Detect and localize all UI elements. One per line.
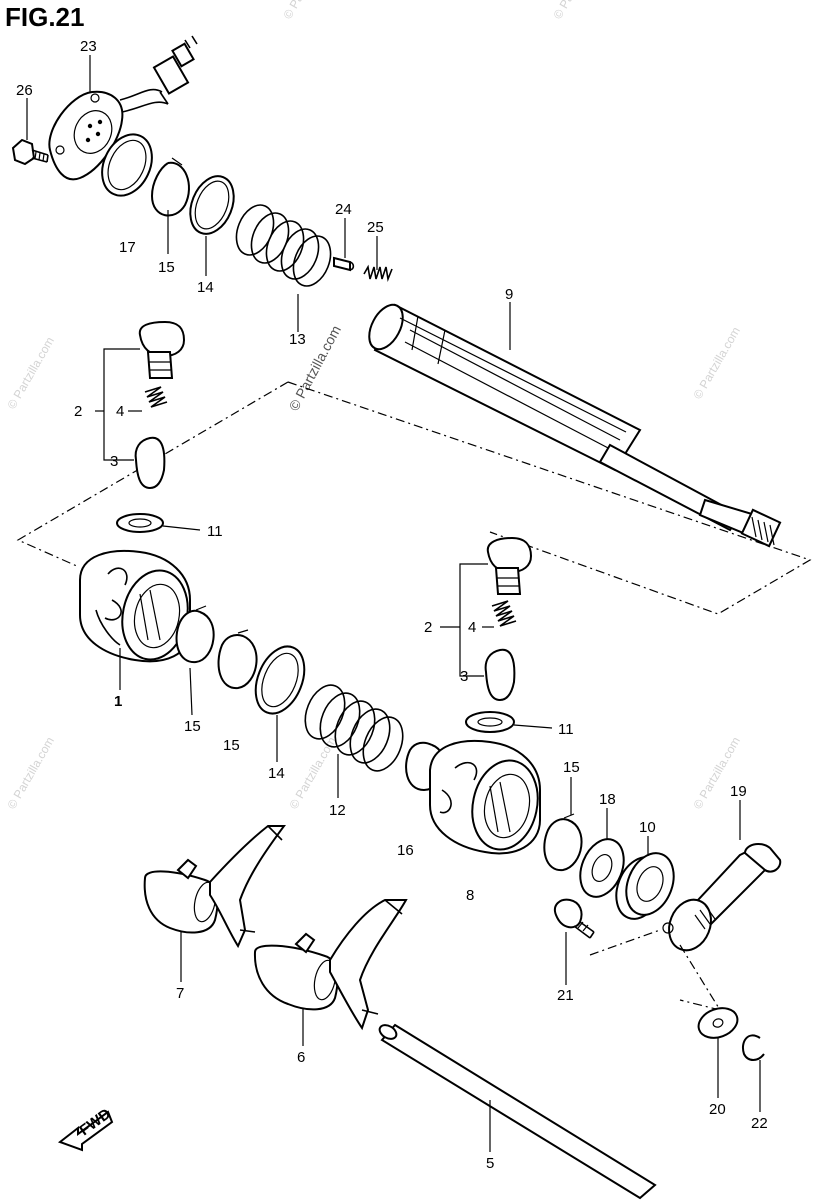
detent-assembly-upper [134, 320, 186, 490]
part-24-pin [333, 256, 355, 272]
part-5-fork-shaft [378, 1023, 657, 1200]
callout-18: 18 [599, 791, 616, 808]
callout-9: 9 [505, 286, 513, 303]
part-23-sensor-housing [48, 35, 198, 181]
callout-5: 5 [486, 1155, 494, 1172]
part-26-bolt [11, 138, 49, 166]
callout-20: 20 [709, 1101, 726, 1118]
part-13-spring [235, 204, 332, 287]
part-7-shift-fork [143, 825, 286, 949]
callout-16: 16 [397, 842, 414, 859]
leader-2-3-upper-bracket [103, 348, 140, 461]
part-14-washer-upper [189, 175, 235, 235]
callout-2-lower: 2 [424, 619, 432, 636]
callout-26: 26 [16, 82, 33, 99]
part-11-washer-upper [116, 513, 164, 533]
callout-10: 10 [639, 819, 656, 836]
callout-15-upper: 15 [158, 259, 175, 276]
watermark-left-top: © Partzilla.com [4, 334, 57, 411]
part-11-washer-lower [465, 711, 515, 733]
watermark-top-1: © Partzilla.com [280, 0, 333, 22]
callout-22: 22 [751, 1115, 768, 1132]
callout-17: 17 [119, 239, 136, 256]
watermark-top-2: © Partzilla.com [550, 0, 603, 22]
callout-21: 21 [557, 987, 574, 1004]
callout-11-upper: 11 [207, 523, 223, 540]
part-12-spring [304, 684, 404, 772]
callout-24: 24 [335, 201, 352, 218]
callout-8: 8 [466, 887, 474, 904]
part-19-shift-arm [662, 842, 782, 952]
callout-4-upper: 4 [116, 403, 124, 420]
callout-23: 23 [80, 38, 97, 55]
fwd-direction-marker: FWD [57, 1105, 114, 1152]
part-15-circlip-right [543, 818, 583, 872]
callout-14-lower: 14 [268, 765, 285, 782]
part-15-circlip-lower-a [175, 609, 215, 664]
callout-15-lower-b: 15 [223, 737, 240, 754]
assembly-outline-right [287, 381, 812, 615]
part-22-eclip [742, 1034, 765, 1061]
callout-14-upper: 14 [197, 279, 214, 296]
assembly-outline-left [16, 381, 289, 568]
part-14-washer-lower [254, 645, 306, 715]
callout-4-lower: 4 [468, 619, 476, 636]
callout-7: 7 [176, 985, 184, 1002]
part-15-circlip-upper [150, 161, 190, 217]
part-25-small-spring [363, 264, 393, 282]
leader-2-3-lower-bracket [459, 563, 488, 677]
watermark-left-bottom: © Partzilla.com [4, 734, 57, 811]
part-17-oring [101, 133, 153, 197]
callout-11-lower: 11 [558, 721, 574, 738]
callout-15-lower-a: 15 [184, 718, 201, 735]
callout-25: 25 [367, 219, 384, 236]
part-1-shift-cam [79, 549, 191, 663]
watermark-right-top: © Partzilla.com [690, 324, 743, 401]
callout-2-upper: 2 [74, 403, 82, 420]
callout-3-upper: 3 [110, 453, 118, 470]
callout-13: 13 [289, 331, 306, 348]
part-10-bearing [615, 852, 675, 920]
part-20-washer [697, 1007, 739, 1039]
part-21-bolt [554, 898, 595, 939]
part-8-shift-cam [429, 739, 541, 855]
callout-15-right: 15 [563, 759, 580, 776]
callout-12: 12 [329, 802, 346, 819]
figure-title: FIG.21 [5, 2, 84, 32]
callout-19: 19 [730, 783, 747, 800]
callout-6: 6 [297, 1049, 305, 1066]
callout-3-lower: 3 [460, 668, 468, 685]
detent-assembly-lower [484, 536, 533, 702]
callout-1: 1 [114, 693, 122, 710]
part-9-shift-shaft [368, 303, 782, 548]
part-15-circlip-lower-b [217, 634, 258, 690]
part-6-shift-fork [253, 899, 408, 1031]
